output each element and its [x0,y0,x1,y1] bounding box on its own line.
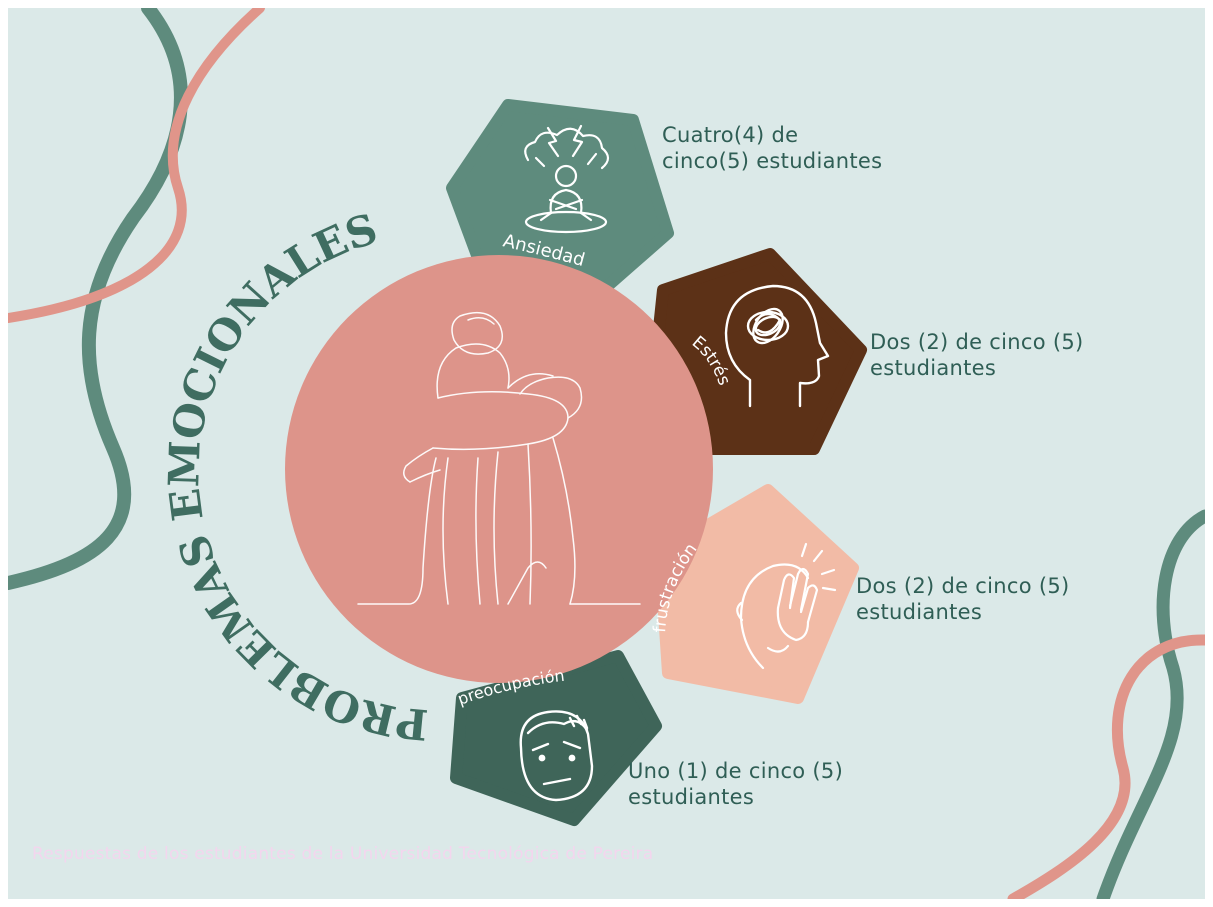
footer-caption: Respuestas de los estudiantes de la Univ… [32,844,654,864]
pentagon-worry [450,650,662,826]
pink-wave-right [1007,634,1205,899]
tangled-mind-head-icon [724,284,830,408]
frustrated-face-icon [736,542,837,670]
stat-worry: Uno (1) de cinco (5) estudiantes [628,759,844,809]
green-wave-right [1096,509,1205,899]
central-circle [285,255,713,683]
sitting-person-line-art [357,311,641,605]
pentagon-frustration [654,484,859,704]
worried-face-icon [519,710,594,802]
diagram-svg: PROBLEMAS EMOCIONALES Ansiedad Estrés fr… [8,8,1205,899]
stat-stress: Dos (2) de cinco (5) estudiantes [870,330,1084,380]
pink-wave-left [8,8,265,323]
stat-frustration: Dos (2) de cinco (5) estudiantes [856,574,1070,624]
anxiety-person-icon [524,124,610,234]
stat-anxiety: Cuatro(4) de cinco(5) estudiantes [662,123,883,173]
diagram-canvas: PROBLEMAS EMOCIONALES Ansiedad Estrés fr… [8,8,1205,899]
